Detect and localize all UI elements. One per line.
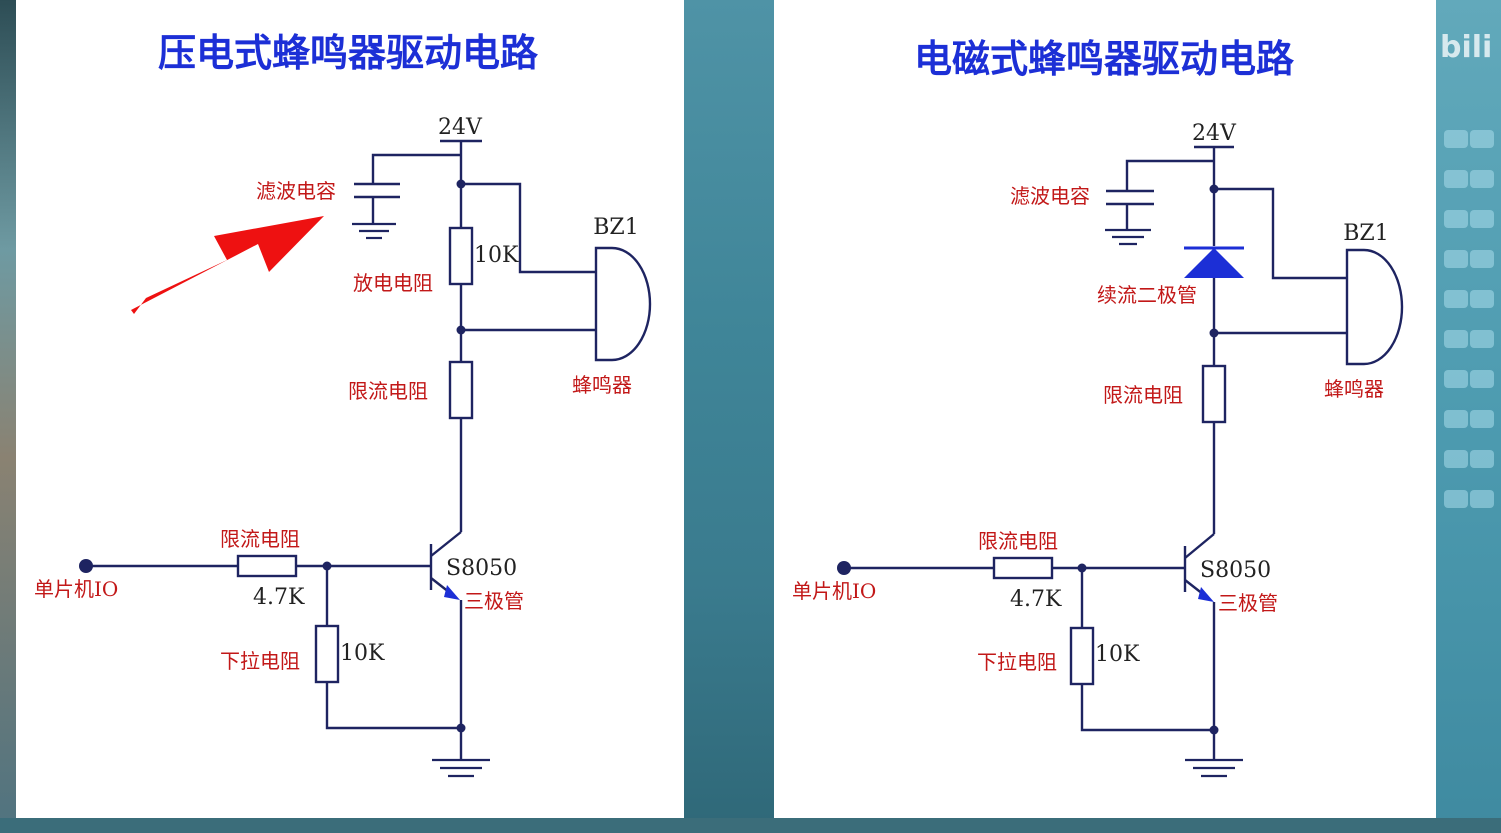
buzzer-symbol (594, 246, 652, 362)
piezo-circuit-diagram: 压电式蜂鸣器驱动电路 24V 滤波电容 10K 放电电阻 BZ1 (34, 31, 652, 778)
cutting-mat-ruler (1440, 130, 1496, 550)
base-resistor (236, 554, 298, 578)
piezo-circuit-panel: 压电式蜂鸣器驱动电路 24V 滤波电容 10K 放电电阻 BZ1 (16, 0, 684, 818)
main-ground-icon (432, 758, 490, 778)
watermark-logo: bili (1440, 30, 1493, 65)
limit-resistor (1201, 364, 1227, 424)
base-resistor-label: 限流电阻 (220, 527, 300, 551)
limit-resistor (448, 360, 474, 420)
discharge-resistor (448, 226, 474, 286)
background-bottom-strip (0, 818, 1501, 833)
buzzer-symbol (1345, 248, 1404, 366)
junction-ground (1209, 725, 1219, 735)
pulldown-wire-bottom (325, 682, 461, 730)
filter-cap-label: 滤波电容 (256, 179, 336, 203)
buzzer-top-wire (1214, 187, 1347, 280)
pulldown-resistor-label: 下拉电阻 (220, 649, 300, 673)
cap-ground-icon (352, 222, 396, 240)
electromagnetic-circuit-diagram: 电磁式蜂鸣器驱动电路 24V 滤波电容 续流二极管 BZ1 (792, 37, 1404, 778)
discharge-resistor-value: 10K (474, 243, 519, 268)
background-left-strip (0, 0, 16, 833)
base-resistor (992, 556, 1054, 580)
vcc-label: 24V (1192, 121, 1237, 146)
background-middle-strip (684, 0, 774, 833)
pulldown-resistor-value: 10K (1095, 642, 1140, 667)
transistor-label: 三极管 (464, 589, 524, 613)
transistor-ref: S8050 (1200, 558, 1271, 583)
main-ground-icon (1185, 758, 1243, 778)
buzzer-label: 蜂鸣器 (572, 373, 632, 397)
filter-cap-label: 滤波电容 (1010, 184, 1090, 208)
diode-label: 续流二极管 (1097, 283, 1197, 307)
pulldown-resistor-value: 10K (340, 641, 385, 666)
buzzer-ref: BZ1 (593, 215, 638, 240)
pulldown-resistor-label: 下拉电阻 (977, 650, 1057, 674)
mcu-io-label: 单片机IO (34, 577, 118, 601)
cap-wire (1125, 159, 1214, 191)
buzzer-label: 蜂鸣器 (1324, 377, 1384, 401)
electromagnetic-circuit-panel: 电磁式蜂鸣器驱动电路 24V 滤波电容 续流二极管 BZ1 (774, 0, 1436, 818)
discharge-resistor-label: 放电电阻 (353, 271, 433, 295)
mcu-io-label: 单片机IO (792, 579, 876, 603)
flyback-diode-icon (1184, 246, 1244, 278)
red-arrow-icon (131, 216, 324, 314)
base-resistor-label: 限流电阻 (978, 529, 1058, 553)
base-resistor-value: 4.7K (1010, 587, 1062, 612)
cap-wire (371, 153, 461, 184)
limit-resistor-label: 限流电阻 (348, 379, 428, 403)
vcc-label: 24V (438, 115, 483, 140)
transistor-label: 三极管 (1218, 591, 1278, 615)
limit-resistor-label: 限流电阻 (1103, 383, 1183, 407)
piezo-title: 压电式蜂鸣器驱动电路 (158, 31, 539, 75)
buzzer-ref: BZ1 (1343, 221, 1388, 246)
base-resistor-value: 4.7K (253, 585, 305, 610)
transistor-symbol (429, 531, 462, 600)
electromagnetic-title: 电磁式蜂鸣器驱动电路 (914, 37, 1295, 81)
buzzer-top-wire (461, 182, 596, 274)
pulldown-resistor (314, 624, 340, 684)
pulldown-resistor (1069, 626, 1095, 686)
cap-ground-icon (1105, 228, 1151, 246)
junction-ground (456, 723, 466, 733)
transistor-ref: S8050 (446, 556, 517, 581)
pulldown-wire-bottom (1080, 684, 1214, 732)
